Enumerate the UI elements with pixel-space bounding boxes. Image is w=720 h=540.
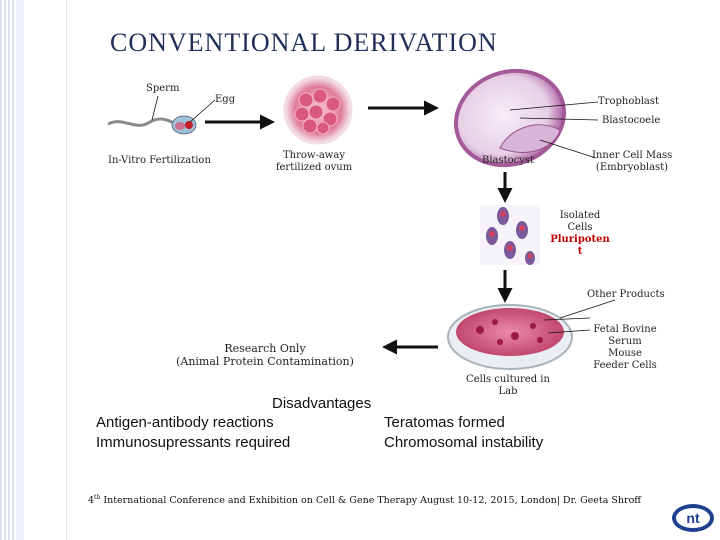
nt-logo: nt	[672, 504, 714, 532]
cultured-line-1: Cells cultured in	[466, 374, 550, 385]
other-products-pointer	[559, 299, 616, 319]
trophoblast-label: Trophoblast	[598, 96, 660, 107]
blastocyst-illustration	[453, 68, 599, 168]
footer-citation: 4th International Conference and Exhibit…	[88, 494, 641, 506]
fertilized-ovum-illustration	[282, 74, 354, 145]
isolated-cells-illustration	[480, 205, 540, 265]
cells-cultured-label: Cells cultured in Lab	[464, 374, 552, 398]
fetal-line-4: Feeder Cells	[593, 360, 657, 371]
fetal-line-2: Serum	[608, 336, 642, 347]
disadvantages-heading: Disadvantages	[272, 395, 372, 412]
culture-dish-illustration	[447, 304, 591, 370]
slide-frame	[66, 0, 720, 540]
isolated-line-1: Isolated	[559, 210, 601, 221]
ivf-label: In-Vitro Fertilization	[108, 155, 211, 166]
isolated-line-2: Cells	[567, 222, 593, 233]
inner-cell-mass-label: Inner Cell Mass (Embryoblast)	[592, 150, 672, 174]
blastocoele-label: Blastocoele	[602, 115, 661, 126]
footer-ordinal-suffix: th	[94, 494, 101, 501]
fetal-serum-label: Fetal Bovine Serum Mouse Feeder Cells	[586, 324, 664, 372]
logo-text: nt	[686, 510, 700, 526]
egg-label: Egg	[215, 94, 236, 105]
disadvantage-item: Immunosupressants required	[96, 434, 291, 451]
sperm-label: Sperm	[146, 83, 180, 94]
research-only-label: Research Only (Animal Protein Contaminat…	[172, 342, 358, 368]
fetal-line-1: Fetal Bovine	[593, 324, 657, 335]
disadvantage-item: Chromosomal instability	[384, 434, 544, 451]
decorative-stripes	[0, 0, 16, 540]
isolated-cells-label: Isolated Cells Pluripoten t	[548, 210, 612, 258]
blastocyst-label: Blastocyst	[482, 155, 535, 166]
footer-ordinal: 4	[88, 495, 95, 507]
throwaway-ovum-label: Throw-away fertilized ovum	[275, 150, 353, 174]
decorative-band	[16, 0, 24, 540]
throwaway-line-1: Throw-away	[283, 150, 345, 161]
fetal-line-3: Mouse	[608, 348, 642, 359]
research-line-1: Research Only	[224, 342, 306, 355]
footer-text: International Conference and Exhibition …	[100, 495, 642, 507]
research-line-2: (Animal Protein Contamination)	[176, 355, 354, 368]
disadvantage-item: Teratomas formed	[384, 414, 505, 431]
pluripotent-line-2: t	[577, 246, 583, 257]
icm-line-2: (Embryoblast)	[595, 162, 669, 173]
throwaway-line-2: fertilized ovum	[275, 162, 353, 173]
icm-line-1: Inner Cell Mass	[592, 150, 673, 161]
disadvantage-item: Antigen-antibody reactions	[96, 414, 274, 431]
other-products-label: Other Products	[587, 289, 665, 300]
pluripotent-line-1: Pluripoten	[550, 234, 610, 245]
slide-title: CONVENTIONAL DERIVATION	[110, 28, 498, 57]
cultured-line-2: Lab	[498, 386, 518, 397]
sperm-egg-illustration	[107, 95, 216, 135]
